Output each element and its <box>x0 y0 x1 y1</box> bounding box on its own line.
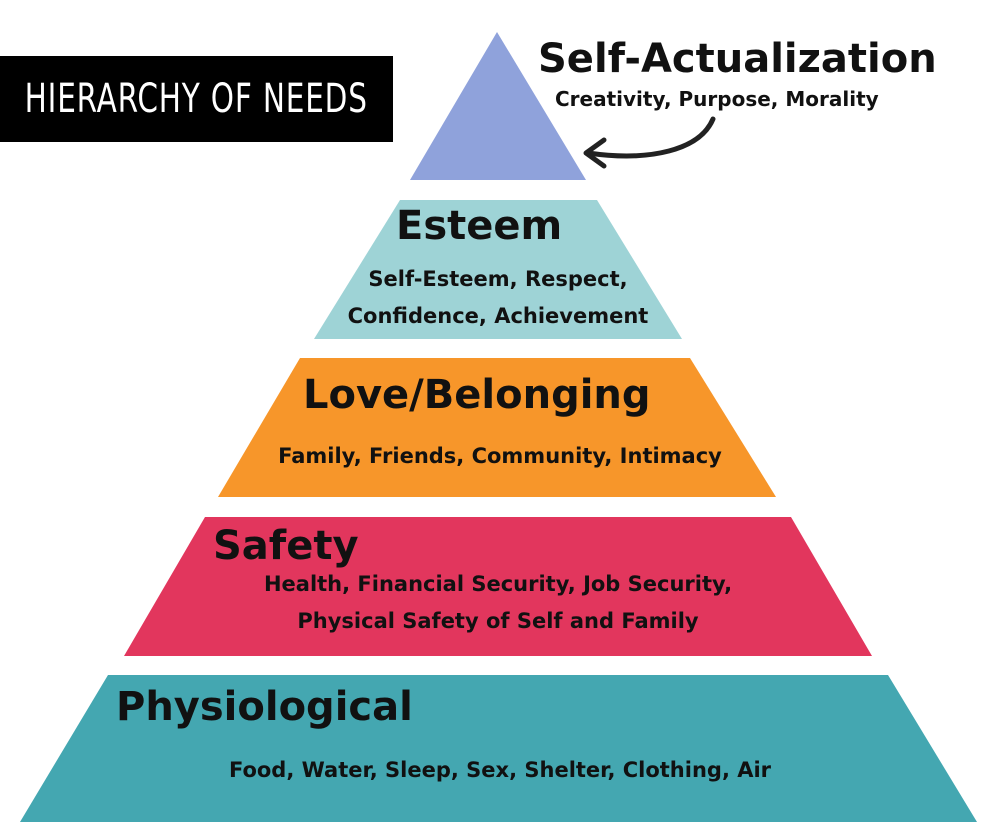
tier-esteem <box>314 200 682 339</box>
tier-self-actualization <box>410 32 586 180</box>
love-belonging-heading: Love/Belonging <box>303 372 651 418</box>
diagram-title: HIERARCHY OF NEEDS <box>0 56 393 142</box>
physiological-description: Food, Water, Sleep, Sex, Shelter, Clothi… <box>228 758 772 782</box>
esteem-description: Self-Esteem, Respect, Confidence, Achiev… <box>330 261 666 335</box>
safety-description-line-2: Physical Safety of Self and Family <box>297 609 699 633</box>
esteem-description-line-2: Confidence, Achievement <box>347 304 649 328</box>
diagram-title-text: HIERARCHY OF NEEDS <box>24 76 369 122</box>
self-actualization-description: Creativity, Purpose, Morality <box>555 87 879 111</box>
safety-description-line-1: Health, Financial Security, Job Security… <box>263 572 733 596</box>
love-belonging-description: Family, Friends, Community, Intimacy <box>278 444 722 468</box>
physiological-heading: Physiological <box>116 684 413 730</box>
safety-heading: Safety <box>213 523 359 569</box>
self-actualization-heading: Self-Actualization <box>538 36 937 82</box>
tier-love-belonging <box>218 358 776 497</box>
safety-description: Health, Financial Security, Job Security… <box>248 566 748 640</box>
arrow-icon <box>583 116 716 169</box>
tier-physiological <box>20 675 977 822</box>
esteem-description-line-1: Self-Esteem, Respect, <box>368 267 628 291</box>
tier-safety <box>124 517 872 656</box>
esteem-heading: Esteem <box>396 203 563 249</box>
